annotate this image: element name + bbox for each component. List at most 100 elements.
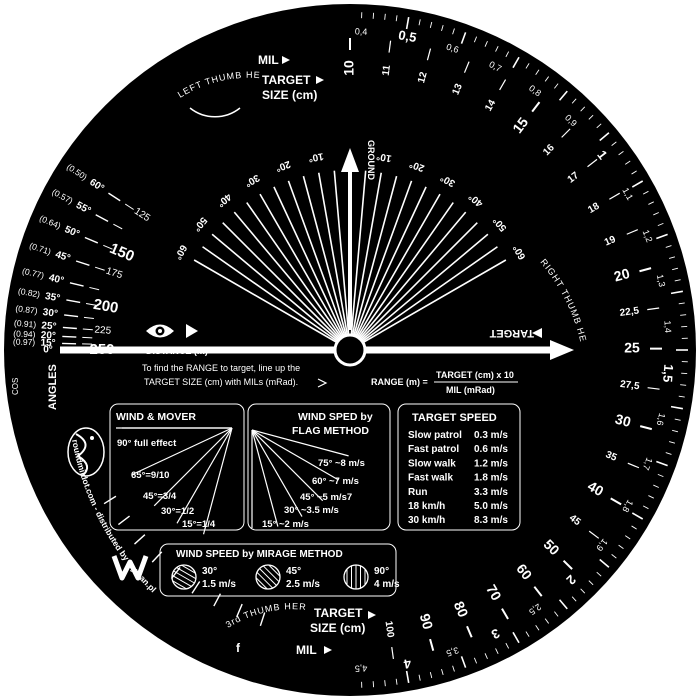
outer-tick xyxy=(588,580,594,586)
mirage-hatch xyxy=(172,580,187,590)
outer-tick xyxy=(544,618,550,624)
target-speed-name: Fast patrol xyxy=(408,444,459,455)
distance-scale-label: 200 xyxy=(92,296,120,317)
mil-tick-label: 0,6 xyxy=(445,42,460,55)
target-size-tick xyxy=(627,462,640,469)
fan-line xyxy=(349,222,478,351)
outer-tick xyxy=(669,441,676,444)
target-size-tick xyxy=(391,646,395,660)
outer-tick xyxy=(418,674,421,681)
cos-value: (0.91) xyxy=(14,318,37,330)
target-top-arrow xyxy=(316,76,324,84)
flag-method-box xyxy=(247,403,391,531)
target-size-tick-label: 10 xyxy=(341,60,357,76)
target-size-tick-label: 90 xyxy=(417,612,437,631)
outer-tick xyxy=(672,429,679,433)
target-size-tick xyxy=(626,229,639,235)
outer-tick xyxy=(656,233,668,240)
mirage-items: 30°1.5 m/s45°2.5 m/s90°4 m/s xyxy=(171,564,400,590)
angle-degree-label: 20° xyxy=(41,330,57,342)
third-thumb-tick xyxy=(151,551,163,563)
outer-tick xyxy=(505,51,510,58)
salamander-emblem-icon xyxy=(67,427,105,477)
target-speed-value: 5.0 m/s xyxy=(474,501,508,512)
mil-tick-label: 0,5 xyxy=(397,27,417,45)
target-size-tick xyxy=(562,559,573,570)
mirage-speed: 1.5 m/s xyxy=(202,579,236,590)
outer-tick xyxy=(674,279,681,282)
third-thumb-tick xyxy=(134,534,146,545)
ground-label: GROUND xyxy=(366,140,376,180)
target-size-bottom-1: TARGET xyxy=(314,606,363,620)
angle-degree-label: 35° xyxy=(44,291,61,304)
fan-line xyxy=(333,170,351,351)
third-thumb-tick xyxy=(259,612,266,627)
angle-arrow xyxy=(108,192,121,202)
fan-line xyxy=(349,172,383,351)
target-size-tick-label: 100 xyxy=(382,620,395,638)
outer-tick xyxy=(678,395,685,398)
outer-tick xyxy=(395,678,398,685)
angle-arrow xyxy=(66,299,81,304)
outer-tick xyxy=(452,28,455,35)
flag-method-row-2: 45° ~5 m/s7 xyxy=(300,492,352,503)
target-size-tick-label: 27,5 xyxy=(619,379,640,392)
fan-line xyxy=(349,246,498,351)
outer-tick xyxy=(571,596,577,602)
fan-line xyxy=(273,186,351,351)
fan-line xyxy=(349,233,489,351)
target-size-tick xyxy=(647,387,660,390)
outer-tick xyxy=(670,405,684,410)
target-speed-title: TARGET SPEED xyxy=(412,412,497,424)
fan-line xyxy=(302,175,351,351)
target-size-tick-label: 70 xyxy=(483,582,505,604)
mirage-hatch xyxy=(259,568,277,586)
flag-method-row-1: 60° ~7 m/s xyxy=(312,476,359,487)
flag-method-line xyxy=(251,429,279,527)
outer-tick xyxy=(672,267,679,271)
outer-tick xyxy=(418,19,421,26)
outer-tick xyxy=(631,525,637,530)
mil-bottom-label: MIL xyxy=(296,643,317,657)
angle-arrow xyxy=(69,282,84,287)
outer-tick xyxy=(512,631,520,644)
mil-tick-label: 1,4 xyxy=(662,320,673,333)
mirage-hatch xyxy=(171,574,192,587)
outer-tick xyxy=(670,290,684,295)
target-size-tick xyxy=(647,307,660,311)
center-pivot xyxy=(333,333,367,367)
cos-value: (0.94) xyxy=(13,328,36,339)
mirage-degree: 45° xyxy=(286,566,301,577)
third-thumb-tick xyxy=(117,515,130,526)
mil-top-label: MIL xyxy=(258,53,279,67)
target-size-tick xyxy=(609,192,621,200)
wind-mover-row-3: 30°=1/2 xyxy=(161,506,194,517)
target-size-tick-label: 80 xyxy=(451,599,472,620)
distance-scale-tick xyxy=(85,302,97,306)
outer-tick xyxy=(384,680,386,687)
outer-tick xyxy=(441,24,444,31)
wind-mover-line xyxy=(202,427,233,535)
target-speed-value: 3.3 m/s xyxy=(474,487,508,498)
mirage-degree: 30° xyxy=(202,566,217,577)
flag-method-lines xyxy=(251,429,349,528)
fan-line xyxy=(349,211,467,351)
mil-tick-label: 1,2 xyxy=(641,228,655,243)
target-speed-value: 0.6 m/s xyxy=(474,444,508,455)
wind-mover-row-2: 45°=3/4 xyxy=(143,491,177,502)
target-size-tick xyxy=(466,625,473,638)
wind-mover-lines xyxy=(116,427,233,535)
range-formula-denominator: MIL (mRad) xyxy=(446,385,495,395)
cos-value: (0.87) xyxy=(15,303,38,316)
fan-line xyxy=(349,170,367,351)
outer-tick xyxy=(678,302,685,305)
angle-degree-label: 50° xyxy=(63,224,81,240)
outer-tick xyxy=(473,36,478,43)
target-size-tick xyxy=(499,79,507,91)
fan-line xyxy=(349,202,454,351)
mirage-hatch xyxy=(255,577,268,590)
target-speed-name: Run xyxy=(408,487,427,498)
outer-tick xyxy=(631,170,637,175)
third-thumb-ticks xyxy=(103,495,266,627)
cos-value: (0.97) xyxy=(13,337,36,348)
